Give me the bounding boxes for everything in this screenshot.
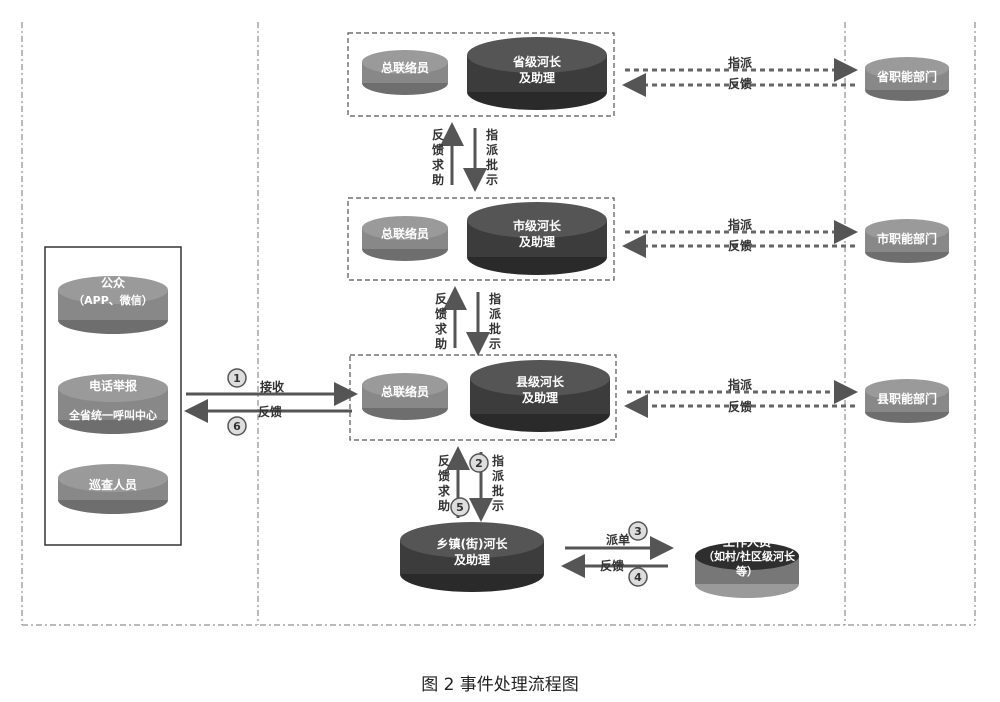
public-label-1: 公众 <box>101 275 126 290</box>
as-v-1b: 派 <box>486 143 499 157</box>
county-feedback-label: 反馈 <box>728 399 752 414</box>
public-label-2: （APP、微信） <box>73 293 153 307</box>
step-5-num: 5 <box>456 501 464 514</box>
town-chief-label-1: 乡镇(街)河长 <box>437 536 509 551</box>
city-liaison-label: 总联络员 <box>381 226 429 241</box>
as-v-1c: 批 <box>486 157 498 172</box>
as-v-3c: 批 <box>492 483 504 498</box>
city-dept-node: 市职能部门 <box>865 219 949 263</box>
fb-v-3c: 求 <box>438 483 451 498</box>
city-feedback-label: 反馈 <box>728 238 752 253</box>
step-5: 5 <box>450 497 470 517</box>
upper-vertical-labels: 反 馈 求 助 指 派 批 示 <box>432 127 499 187</box>
patrol-label: 巡查人员 <box>89 477 137 492</box>
county-assign-label: 指派 <box>728 377 753 392</box>
province-chief-label-1: 省级河长 <box>512 54 562 69</box>
province-dept-node: 省职能部门 <box>865 57 949 101</box>
as-v-2b: 派 <box>489 307 502 321</box>
hotline-label-1: 电话举报 <box>89 378 137 393</box>
as-v-3d: 示 <box>491 499 504 513</box>
worker-label-3: 等） <box>735 564 758 578</box>
fb-v-1c: 求 <box>432 157 445 172</box>
worker-node: 工作人员 （如村/社区级河长 等） <box>695 534 799 598</box>
hotline-node: 电话举报 全省统一呼叫中心 <box>58 374 168 434</box>
step-2-num: 2 <box>475 457 483 470</box>
city-assign-label: 指派 <box>728 217 753 232</box>
county-liaison-label: 总联络员 <box>381 384 429 399</box>
step-2: 2 <box>469 453 489 473</box>
as-v-3b: 派 <box>492 469 505 483</box>
fb-v-2b: 馈 <box>435 306 447 321</box>
public-node: 公众 （APP、微信） <box>58 275 168 334</box>
county-liaison-node: 总联络员 <box>362 373 448 420</box>
region-dividers <box>21 22 976 626</box>
city-chief-label-2: 及助理 <box>519 234 555 249</box>
step-3: 3 <box>628 521 648 541</box>
province-chief-node: 省级河长 及助理 <box>467 37 607 110</box>
step-1-num: 1 <box>233 372 241 385</box>
reporting-sources-box <box>44 246 182 546</box>
province-liaison-node: 总联络员 <box>362 50 448 95</box>
as-v-1a: 指 <box>486 127 498 142</box>
province-assign-label: 指派 <box>728 55 753 70</box>
city-chief-node: 市级河长 及助理 <box>467 202 607 275</box>
fb-v-2a: 反 <box>435 291 447 306</box>
patrol-node: 巡查人员 <box>58 464 168 514</box>
figure-caption: 图 2 事件处理流程图 <box>421 675 579 695</box>
step-4: 4 <box>628 567 648 587</box>
as-v-2c: 批 <box>489 321 501 336</box>
province-feedback-label: 反馈 <box>728 76 752 91</box>
middle-vertical-labels: 反 馈 求 助 指 派 批 示 <box>435 291 502 351</box>
step-6-num: 6 <box>233 420 241 433</box>
town-chief-node: 乡镇(街)河长 及助理 <box>400 522 544 592</box>
lower-vertical-labels: 反 馈 求 助 指 派 批 示 <box>438 453 505 513</box>
province-liaison-label: 总联络员 <box>381 60 429 75</box>
fb-v-1b: 馈 <box>432 142 444 157</box>
step-1: 1 <box>227 368 247 388</box>
hotline-label-2: 全省统一呼叫中心 <box>68 408 157 422</box>
as-v-1d: 示 <box>485 173 498 187</box>
county-dept-node: 县职能部门 <box>865 379 949 423</box>
city-dept-label: 市职能部门 <box>877 231 937 246</box>
fb-v-3d: 助 <box>438 498 450 513</box>
county-chief-label-2: 及助理 <box>522 390 558 405</box>
as-v-2a: 指 <box>489 291 501 306</box>
step-6: 6 <box>227 416 247 436</box>
county-chief-node: 县级河长 及助理 <box>470 360 610 432</box>
county-chief-label-1: 县级河长 <box>516 374 565 389</box>
worker-label-2: （如村/社区级河长 <box>703 549 796 563</box>
worker-label-1: 工作人员 <box>723 534 771 549</box>
worker-feedback-label: 反馈 <box>600 558 624 573</box>
as-v-3a: 指 <box>492 453 504 468</box>
return-feedback-label: 反馈 <box>258 404 282 419</box>
province-group-box <box>347 32 615 117</box>
as-v-2d: 示 <box>488 337 501 351</box>
fb-v-2d: 助 <box>435 336 447 351</box>
fb-v-3a: 反 <box>438 453 450 468</box>
province-chief-label-2: 及助理 <box>519 70 555 85</box>
step-4-num: 4 <box>634 571 642 584</box>
city-chief-label-1: 市级河长 <box>513 218 562 233</box>
step-3-num: 3 <box>634 525 642 538</box>
fb-v-2c: 求 <box>435 321 448 336</box>
fb-v-3b: 馈 <box>438 468 450 483</box>
city-liaison-node: 总联络员 <box>362 216 448 261</box>
receive-label: 接收 <box>260 379 284 394</box>
fb-v-1d: 助 <box>432 172 444 187</box>
dispatch-label: 派单 <box>606 532 630 547</box>
fb-v-1a: 反 <box>432 127 444 142</box>
town-chief-label-2: 及助理 <box>454 552 490 567</box>
city-group-box <box>347 197 615 281</box>
county-dept-label: 县职能部门 <box>877 391 937 406</box>
province-dept-label: 省职能部门 <box>876 69 937 84</box>
